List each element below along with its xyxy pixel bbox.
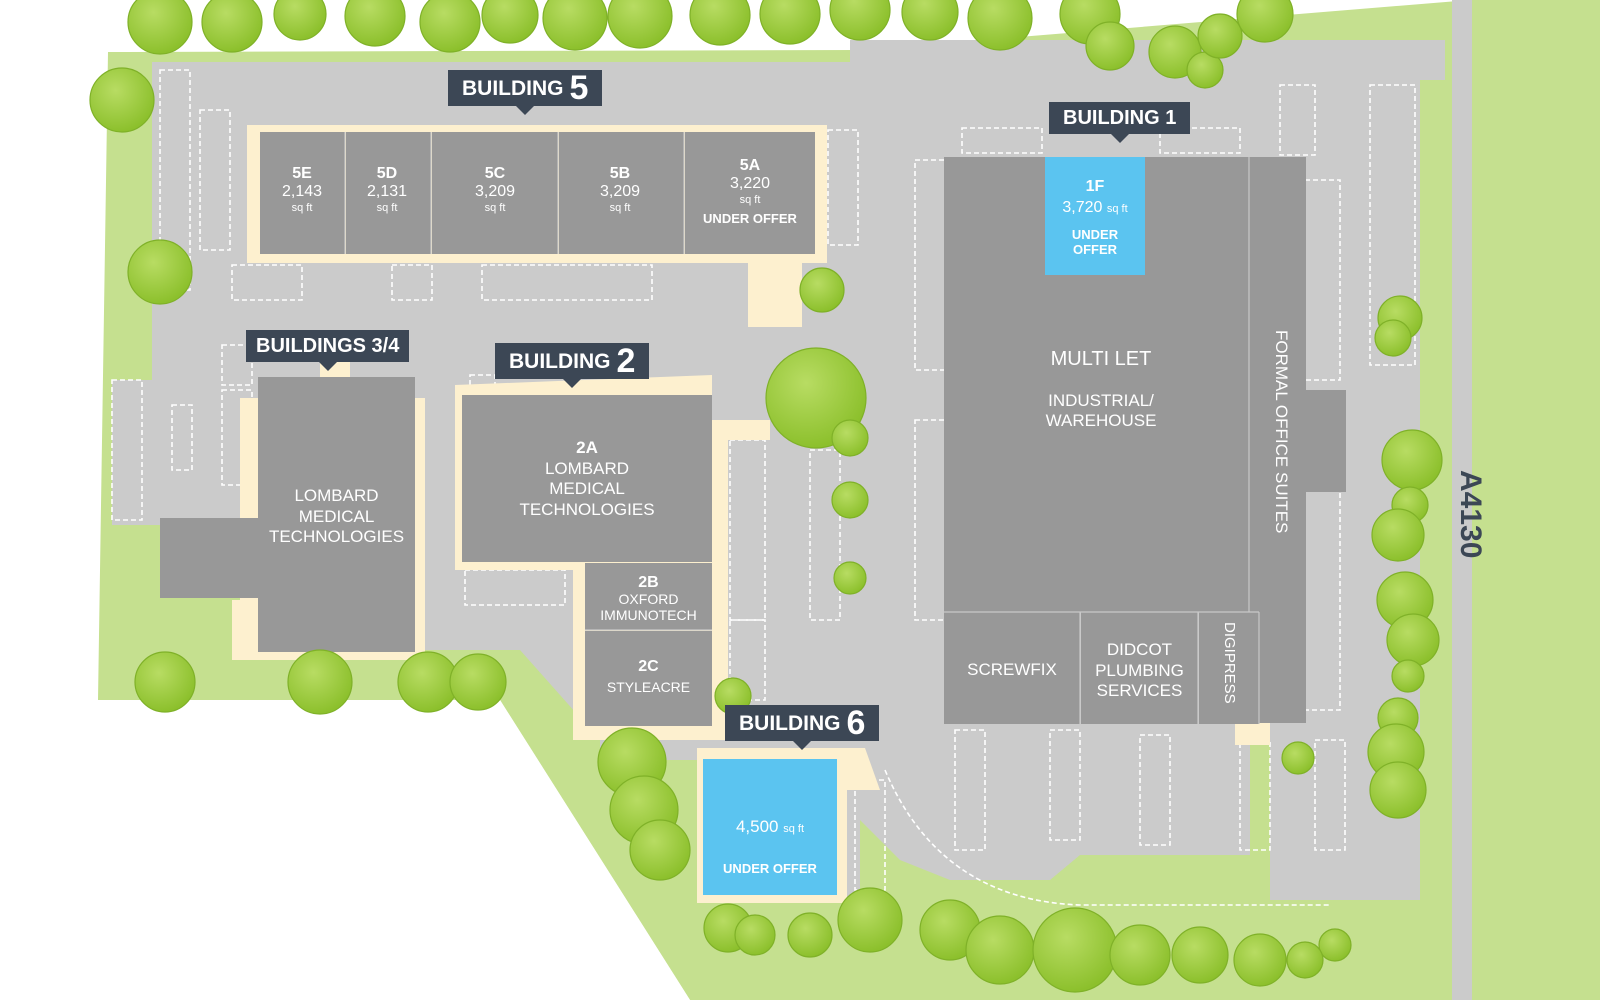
tree [833,561,867,595]
tree [89,67,155,133]
tree [799,267,845,313]
building-1-tag: BUILDING 1 [1049,102,1191,143]
unit-1f-available [1045,157,1145,275]
tree [1236,0,1294,43]
tree [1374,319,1412,357]
tree [287,649,353,715]
tree [1233,933,1287,987]
tree [837,887,903,953]
screwfix-label: SCREWFIX [967,660,1057,679]
tree [127,239,193,305]
tree [787,912,833,958]
unit-5d [346,132,431,254]
formal-office-suites-label: FORMAL OFFICE SUITES [1272,330,1291,534]
tree [273,0,327,41]
tree [1109,924,1171,986]
buildings-3-4-tag: BUILDINGS 3/4 [246,330,410,371]
didcot-plumbing [1081,612,1198,724]
tree [759,0,821,45]
unit-2c [585,631,712,726]
tree [1391,659,1425,693]
tree [1386,613,1440,667]
buildings-3-4 [160,377,415,652]
tree [449,653,507,711]
tree [127,0,193,55]
tree [134,651,196,713]
building-6-label: 4,500 sq ft UNDER OFFER [703,817,837,876]
tree [1286,941,1324,979]
tree [629,819,691,881]
tree [481,0,539,44]
tree [1369,761,1427,819]
tree [831,481,869,519]
unit-5a [685,132,815,254]
unit-2b-label: 2B OXFORD IMMUNOTECH [600,574,697,623]
multi-let-label: MULTI LET INDUSTRIAL/ WAREHOUSE [990,348,1212,432]
digipress [1199,612,1259,724]
unit-2a-label: 2A LOMBARD MEDICAL TECHNOLOGIES [519,438,655,520]
tree [689,0,751,46]
tree [829,0,891,41]
tree [967,0,1033,51]
unit-2c-label: 2C STYLEACRE [606,658,691,696]
under-offer-status: UNDER OFFER [723,861,817,876]
screwfix [944,612,1080,724]
tree [419,0,481,53]
tree [344,0,406,47]
multi-let-use: INDUSTRIAL/ WAREHOUSE [1045,391,1157,431]
unit-5e [260,132,345,254]
buildings-3-4-label: LOMBARD MEDICAL TECHNOLOGIES [268,486,405,547]
tree [201,0,263,53]
unit-area: 4,500 [735,817,779,836]
unit-5c [432,132,558,254]
tree [1197,13,1243,59]
didcot-plumbing-label: DIDCOT PLUMBING SERVICES [1095,640,1184,701]
unit-5b [559,132,684,254]
tree [1281,741,1315,775]
trees [89,0,1443,993]
tree [965,915,1035,985]
tree [542,0,608,51]
tree [734,914,776,956]
road-label-a4130: A4130 [1454,470,1487,559]
tree [1032,907,1118,993]
tree [397,651,459,713]
multi-let-title: MULTI LET [1050,348,1152,370]
tree [1371,508,1425,562]
road-a4130 [1452,0,1472,1000]
tree [1318,928,1352,962]
off-site-area [98,700,690,1000]
unit-2b [585,563,712,630]
digipress-label: DIGIPRESS [1221,622,1238,704]
tree [1085,21,1135,71]
tree [1171,926,1229,984]
tree [901,0,959,41]
unit-sqft: sq ft [783,823,805,835]
tree [607,0,673,49]
tree [831,419,869,457]
unit-2a [462,395,712,562]
tree [1381,429,1443,491]
building-6-available [703,759,837,895]
